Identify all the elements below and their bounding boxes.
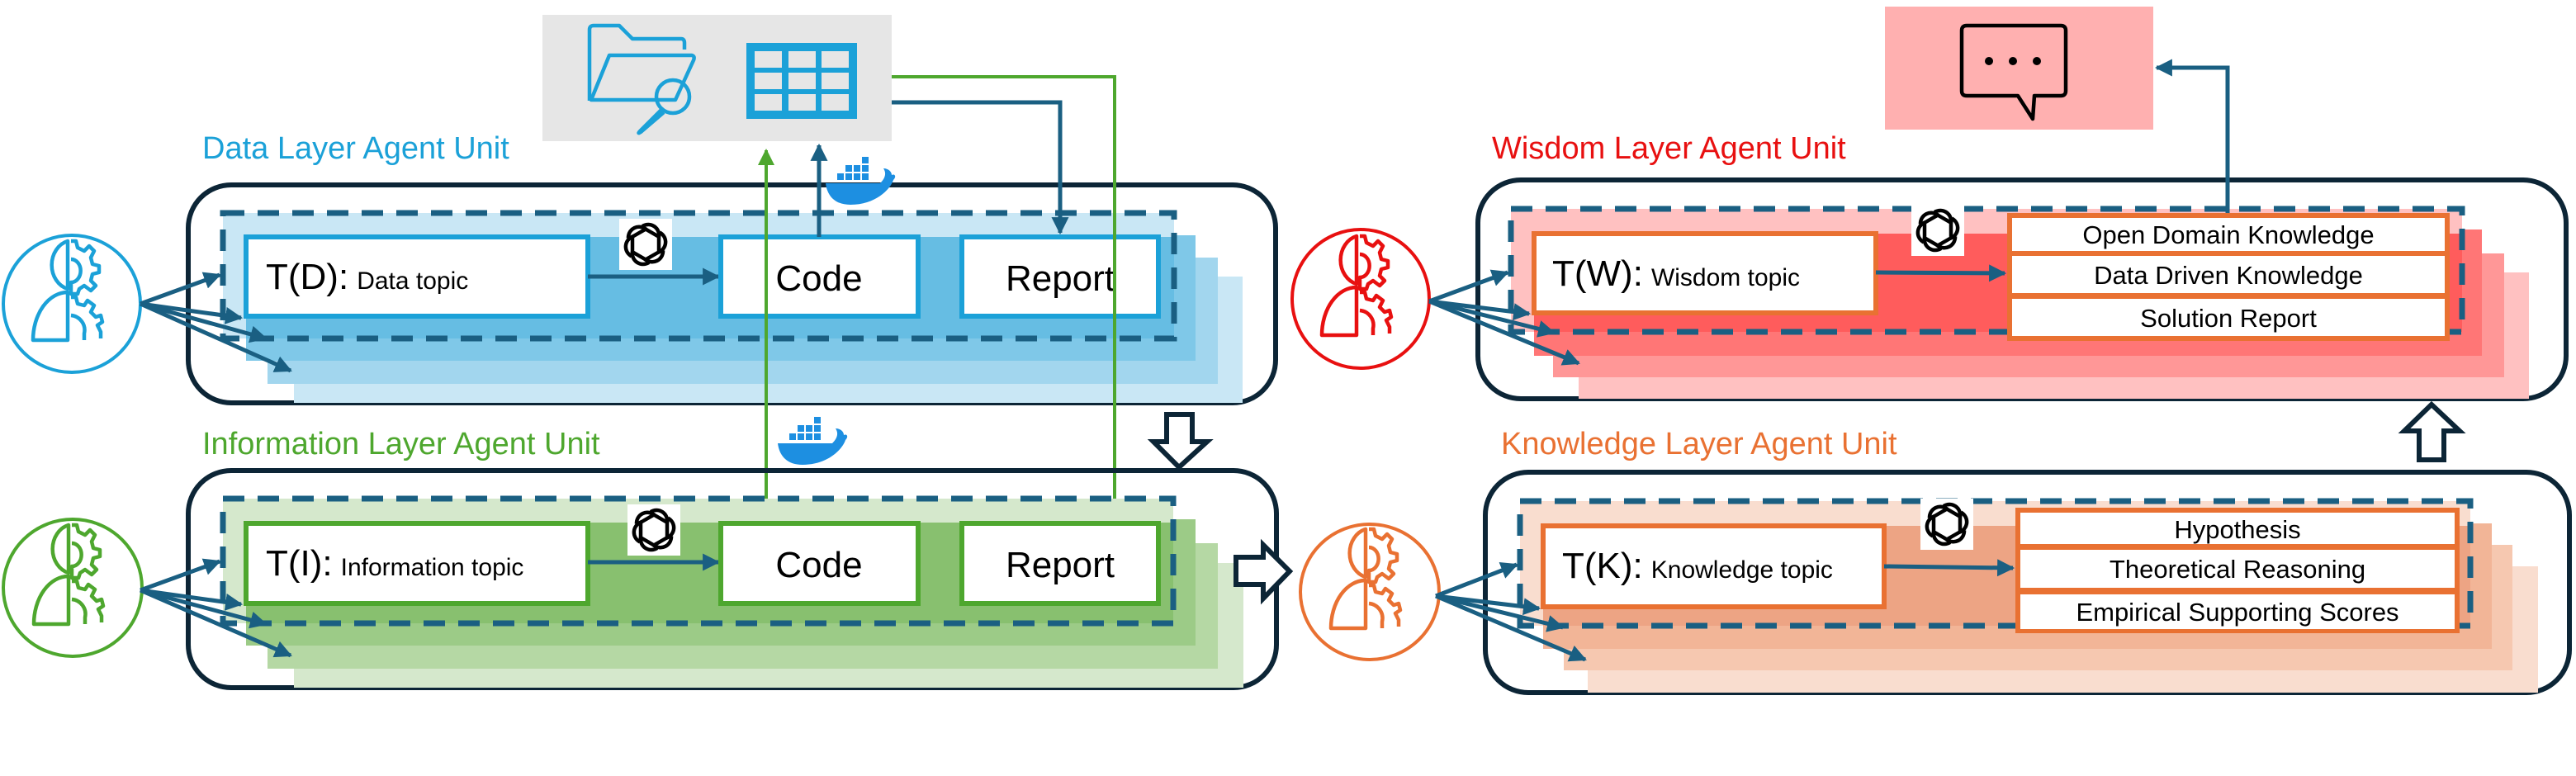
data-topic-box: T(D): Data topic (244, 234, 590, 319)
data-code-label: Code (775, 258, 862, 299)
wisdom-topic-label: Wisdom topic (1651, 264, 1800, 291)
knowledge-topic-to-outputs-arrow (1883, 559, 2015, 577)
data-topic-prefix: T(D): (266, 257, 348, 297)
openai-logo-icon (619, 219, 672, 270)
docker-icon (778, 417, 848, 465)
data-unit-dashed-scope (220, 210, 1177, 342)
data-agent-fanout-arrows (139, 272, 292, 373)
chat-bubble-ellipsis-icon (1959, 23, 2068, 121)
wisdom-to-output-arrow (2154, 59, 2230, 213)
information-unit-title: Information Layer Agent Unit (202, 427, 600, 461)
information-code-box: Code (718, 521, 921, 606)
wisdom-layer-unit: Wisdom Layer Agent Unit T(W): Wisdom topi… (1290, 59, 2569, 401)
wisdom-unit-title: Wisdom Layer Agent Unit (1492, 131, 1846, 166)
knowledge-agent-icon (1299, 523, 1441, 661)
data-topic-label: Data topic (357, 267, 468, 295)
wisdom-output-row (2012, 218, 2445, 251)
wisdom-output-solution-report: Solution Report (2140, 304, 2317, 333)
folder-search-icon (587, 23, 696, 135)
knowledge-to-wisdom-transition-arrow (2398, 400, 2466, 462)
information-agent-fanout-arrows (140, 558, 292, 658)
knowledge-unit-title: Knowledge Layer Agent Unit (1501, 427, 1897, 461)
wisdom-topic-to-outputs-arrow (1875, 264, 2007, 282)
knowledge-output-list: Hypothesis Theoretical Reasoning Empiric… (2015, 508, 2460, 633)
data-report-box: Report (959, 234, 1161, 319)
knowledge-output-row (2020, 513, 2455, 544)
knowledge-output-theoretical-reasoning: Theoretical Reasoning (2110, 555, 2365, 584)
data-agent-icon (2, 234, 142, 374)
information-topic-label: Information topic (341, 554, 524, 581)
wisdom-output-data-driven: Data Driven Knowledge (2094, 261, 2363, 290)
svg-text:T(I):Information topic: T(I): Information topic (266, 543, 523, 584)
knowledge-output-hypothesis: Hypothesis (2174, 515, 2300, 544)
information-layer-unit: Information Layer Agent Unit T(I): Inform… (2, 417, 1279, 690)
wisdom-unit-dashed-scope (1508, 206, 2465, 335)
openai-logo-icon (1911, 205, 1964, 256)
wisdom-output-row (2012, 299, 2445, 336)
knowledge-output-empirical-scores: Empirical Supporting Scores (2076, 598, 2398, 627)
source-to-info-report-arrow (892, 75, 1123, 520)
wisdom-topic-prefix: T(W): (1552, 253, 1643, 294)
knowledge-unit-dashed-scope (1517, 498, 2474, 629)
data-source-panel (542, 15, 892, 141)
openai-logo-icon (627, 504, 680, 556)
source-to-data-report-arrow (892, 100, 1069, 235)
information-unit-dashed-scope (220, 495, 1177, 627)
openai-logo-icon (1920, 499, 1973, 550)
information-report-label: Report (1006, 545, 1115, 585)
knowledge-topic-box: T(K): Knowledge topic (1541, 523, 1887, 609)
knowledge-output-row (2020, 550, 2455, 588)
knowledge-topic-prefix: T(K): (1562, 546, 1643, 586)
docker-icon (826, 157, 896, 205)
knowledge-layer-unit: Knowledge Layer Agent Unit T(K): Knowledg… (1299, 427, 2572, 695)
wisdom-agent-fanout-arrows (1428, 269, 1580, 366)
data-unit-title: Data Layer Agent Unit (202, 131, 509, 166)
information-to-knowledge-transition-arrow (1234, 538, 1294, 605)
wisdom-output-row (2012, 256, 2445, 293)
wisdom-agent-icon (1290, 228, 1431, 370)
knowledge-agent-fanout-arrows (1435, 562, 1587, 662)
svg-text:T(D):Data topic: T(D): Data topic (266, 257, 468, 297)
data-report-label: Report (1006, 258, 1115, 299)
information-agent-icon (2, 518, 144, 658)
information-topic-box: T(I): Information topic (244, 521, 590, 606)
table-grid-icon (746, 43, 857, 119)
knowledge-output-row (2020, 594, 2455, 629)
wisdom-output-open-domain: Open Domain Knowledge (2082, 220, 2374, 249)
data-code-box: Code (718, 234, 921, 319)
wisdom-output-list: Open Domain Knowledge Data Driven Knowle… (2007, 213, 2450, 341)
knowledge-topic-label: Knowledge topic (1651, 556, 1833, 584)
wisdom-topic-box: T(W): Wisdom topic (1532, 231, 1878, 315)
svg-text:T(K):Knowledge topic: T(K): Knowledge topic (1562, 546, 1833, 586)
information-code-label: Code (775, 545, 862, 585)
data-to-information-transition-arrow (1147, 412, 1214, 471)
svg-text:T(W):Wisdom topic: T(W): Wisdom topic (1552, 253, 1800, 294)
final-output-panel (1885, 7, 2153, 130)
information-topic-prefix: T(I): (266, 543, 333, 584)
data-layer-unit: Data Layer Agent Unit T(D): Data topic Co… (2, 131, 1278, 405)
information-report-box: Report (959, 521, 1161, 606)
